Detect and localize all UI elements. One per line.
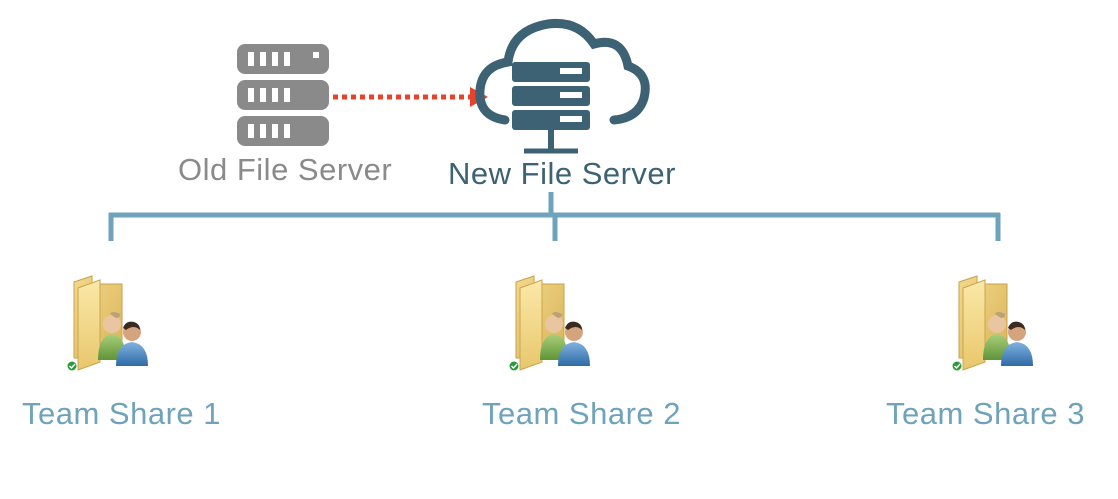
new-server-label: New File Server xyxy=(448,156,676,191)
shared-folder-icon xyxy=(508,275,591,372)
connector-tree xyxy=(108,192,1001,241)
shared-folder-icon xyxy=(66,275,149,372)
team-share-label: Team Share 1 xyxy=(22,396,221,431)
shared-folder-icon xyxy=(951,275,1034,372)
migration-arrow xyxy=(333,87,488,107)
team-share-label: Team Share 2 xyxy=(482,396,681,431)
old-server-label: Old File Server xyxy=(178,152,393,187)
team-share-label: Team Share 3 xyxy=(886,396,1085,431)
cloud-server-icon xyxy=(475,18,650,154)
old-server-icon xyxy=(237,44,329,146)
